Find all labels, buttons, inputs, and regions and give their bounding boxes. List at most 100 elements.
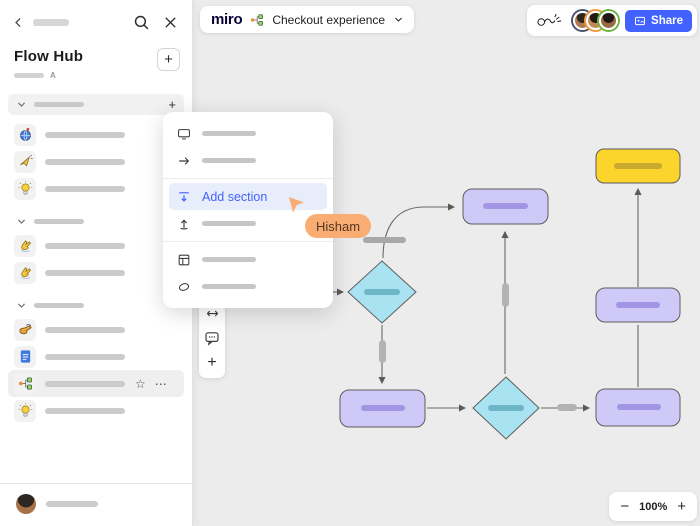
lightbulb-icon [14, 399, 36, 422]
back-icon[interactable] [12, 16, 25, 29]
menu-item-add-section[interactable]: Add section [169, 183, 327, 210]
placeholder-text-bar [45, 185, 125, 192]
zoom-controls: − 100% + [609, 492, 697, 521]
search-icon[interactable] [133, 14, 150, 31]
frame-title-placeholder[interactable] [363, 237, 406, 243]
rocket-doodle-icon [14, 150, 36, 173]
list-item[interactable] [8, 121, 184, 148]
menu-item-forward[interactable] [163, 147, 333, 174]
doodle-icon[interactable] [536, 12, 566, 29]
section-header[interactable]: + [8, 94, 184, 115]
flowchart-icon [14, 372, 36, 395]
placeholder-text-bar [202, 131, 256, 136]
list-item[interactable] [8, 343, 184, 370]
zoom-out-button[interactable]: − [620, 498, 630, 515]
comment-icon[interactable] [204, 330, 220, 346]
connector-segment-pill[interactable] [502, 283, 509, 307]
placeholder-text-bar [45, 158, 125, 165]
lightbulb-icon [14, 177, 36, 200]
chevron-down-icon[interactable] [16, 99, 27, 110]
current-user-row[interactable] [0, 483, 192, 526]
add-section-icon [177, 190, 191, 204]
add-tool-button[interactable]: + [207, 354, 217, 371]
sidebar: Flow Hub A + + [0, 0, 193, 526]
document-icon [14, 345, 36, 368]
placeholder-text-bar [45, 269, 125, 276]
add-page-button[interactable]: + [157, 48, 180, 71]
arrow-right-icon [177, 154, 191, 168]
placeholder-text-bar [34, 219, 84, 224]
layout-grid-icon [177, 253, 191, 267]
list-item[interactable] [8, 148, 184, 175]
collaborator-name-badge: Hisham [305, 214, 372, 238]
list-item[interactable] [8, 316, 184, 343]
placeholder-text-bar [45, 353, 125, 360]
sidebar-header [0, 0, 192, 32]
placeholder-text-bar [45, 242, 125, 249]
menu-divider [163, 178, 333, 179]
placeholder-text-bar [202, 158, 256, 163]
list-item[interactable] [8, 397, 184, 424]
close-icon[interactable] [163, 15, 178, 30]
menu-item-layout[interactable] [163, 246, 333, 273]
placeholder-text-bar [202, 221, 256, 226]
more-options-icon[interactable]: ⋯ [154, 376, 168, 391]
placeholder-text-bar [34, 303, 84, 308]
board-title-block: Flow Hub A + [0, 32, 192, 80]
flowchart-diagram [333, 148, 681, 440]
menu-item-shape[interactable] [163, 273, 333, 300]
placeholder-text-bar [46, 501, 98, 507]
share-icon [634, 15, 646, 27]
page-title: Flow Hub [14, 48, 84, 65]
list-item[interactable] [8, 259, 184, 286]
avatar[interactable] [16, 494, 36, 514]
hand-wave-icon [14, 234, 36, 257]
connector-segment-pill[interactable] [557, 404, 577, 411]
collaborator-cursor: Hisham [286, 195, 372, 238]
board-switcher[interactable]: miro Checkout experience [200, 6, 415, 33]
add-section-item-button[interactable]: + [168, 97, 176, 112]
ellipse-shape-icon [177, 280, 191, 294]
placeholder-text-bar [34, 102, 84, 107]
cursor-up-icon [177, 217, 191, 231]
miro-logo[interactable]: miro [211, 11, 243, 28]
chevron-down-icon[interactable] [16, 216, 27, 227]
zoom-level[interactable]: 100% [639, 500, 668, 513]
share-button-label: Share [651, 14, 683, 27]
placeholder-text-bar [45, 326, 125, 333]
placeholder-text-bar [14, 73, 44, 78]
star-icon[interactable]: ☆ [135, 376, 146, 391]
collaborator-avatars [573, 11, 619, 30]
connector-segment-pill[interactable] [379, 340, 386, 363]
resize-horizontal-icon[interactable] [205, 306, 220, 321]
menu-item-label: Add section [202, 189, 268, 204]
placeholder-text-bar [45, 131, 125, 138]
monitor-icon [177, 127, 191, 141]
board-subtitle: A [14, 71, 83, 80]
placeholder-text-bar [45, 407, 125, 414]
zoom-in-button[interactable]: + [677, 498, 686, 515]
placeholder-text-bar [202, 257, 256, 262]
list-item[interactable] [8, 232, 184, 259]
node-text-placeholders [361, 163, 662, 411]
board-name: Checkout experience [272, 12, 386, 27]
collaboration-bar: Share [527, 5, 697, 36]
board-marker-icon: A [50, 71, 56, 80]
chevron-down-icon[interactable] [16, 300, 27, 311]
placeholder-text-bar [45, 380, 125, 387]
flowchart-icon [250, 13, 264, 27]
list-item-selected[interactable]: ☆ ⋯ [8, 370, 184, 397]
avatar[interactable] [599, 11, 619, 30]
chevron-down-icon[interactable] [393, 14, 404, 25]
menu-item-presentation[interactable] [163, 120, 333, 147]
connector-curve[interactable] [382, 203, 456, 259]
section-header[interactable] [8, 295, 184, 316]
list-item[interactable] [8, 175, 184, 202]
section-header[interactable] [8, 211, 184, 232]
cursor-pointer-icon [289, 197, 304, 213]
hand-point-icon [14, 318, 36, 341]
menu-item-select[interactable] [163, 210, 333, 237]
share-button[interactable]: Share [625, 9, 692, 32]
placeholder-text-bar [202, 284, 256, 289]
